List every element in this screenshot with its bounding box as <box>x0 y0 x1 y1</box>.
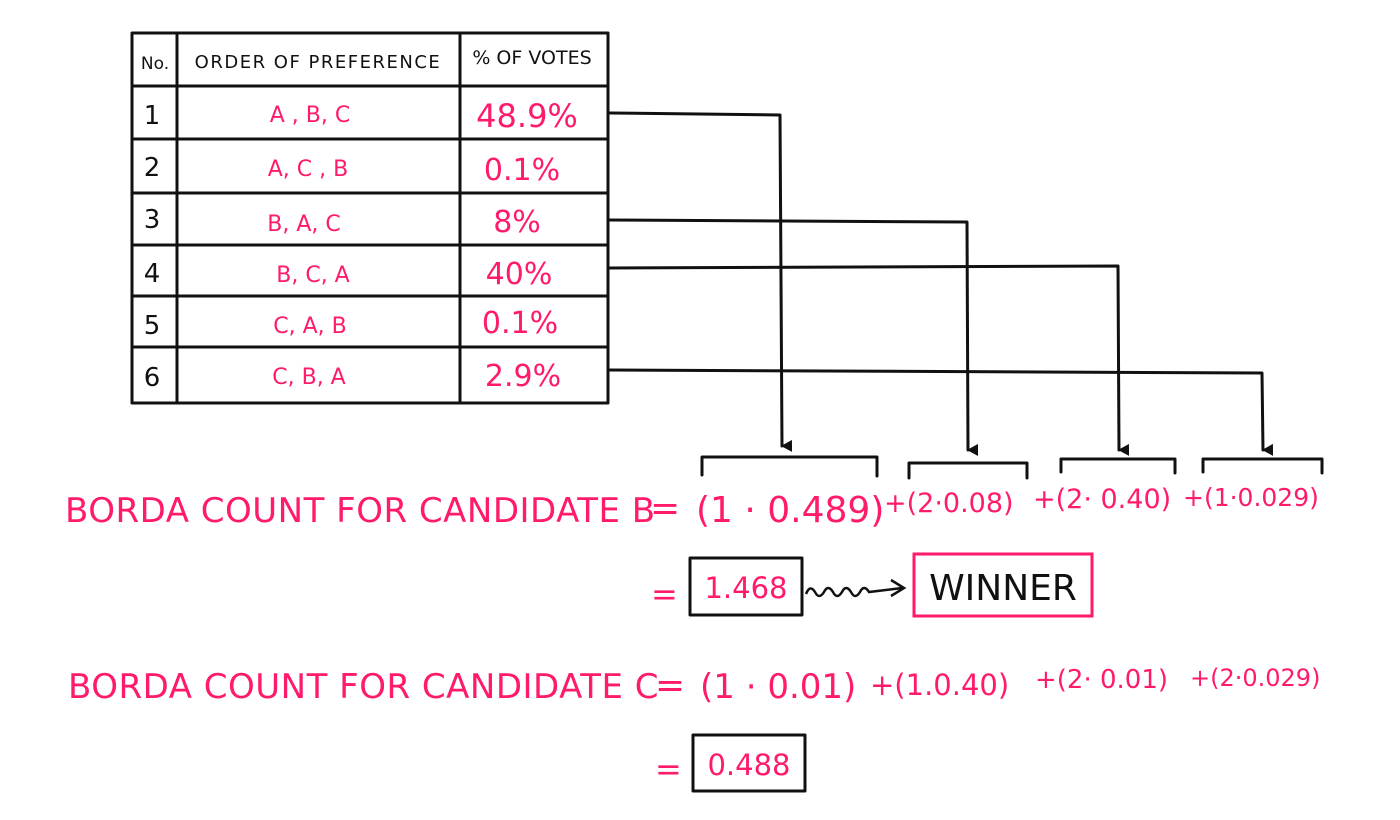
row-order: A , B, C <box>270 103 350 128</box>
borda-b-result-equals: = <box>651 575 678 613</box>
row-votes: 48.9% <box>476 97 578 135</box>
row-number: 1 <box>144 101 161 131</box>
borda-b-label: BORDA COUNT FOR CANDIDATE B <box>65 491 656 531</box>
row-number: 5 <box>144 311 161 341</box>
borda-b-term-3: +(2· 0.40) <box>1033 484 1171 515</box>
borda-c-term-1: (1 · 0.01) <box>700 667 856 707</box>
row-votes: 0.1% <box>482 306 558 341</box>
borda-c-term-4: +(2·0.029) <box>1190 664 1320 692</box>
connector-arrows <box>608 111 1274 456</box>
row-order: A, C , B <box>268 157 348 182</box>
row-number: 6 <box>144 363 161 393</box>
row-votes: 0.1% <box>484 153 560 188</box>
result-box-b <box>688 556 804 617</box>
borda-b-term-4: +(1·0.029) <box>1183 483 1319 512</box>
row-votes: 40% <box>486 257 553 292</box>
header-order: ORDER OF PREFERENCE <box>195 52 442 73</box>
bracket-term1 <box>700 455 879 478</box>
header-votes: % OF VOTES <box>472 47 591 69</box>
borda-c-label: BORDA COUNT FOR CANDIDATE C <box>68 667 659 707</box>
preference-table: No. ORDER OF PREFERENCE % OF VOTES 1 A ,… <box>130 31 610 405</box>
borda-c-term-3: +(2· 0.01) <box>1035 665 1168 695</box>
row-votes: 8% <box>493 205 541 240</box>
arrow-row3-to-term2 <box>608 218 979 456</box>
row-order: B, A, C <box>267 212 340 237</box>
borda-c-equals: = <box>655 665 685 706</box>
row-number: 2 <box>144 153 161 183</box>
row-number: 3 <box>144 205 161 235</box>
arrowhead-icon <box>890 578 907 598</box>
row-votes: 2.9% <box>485 359 561 394</box>
bracket-term3 <box>1059 457 1177 475</box>
header-no: No. <box>141 54 169 74</box>
term-brackets <box>700 455 1324 480</box>
result-box-c <box>691 733 807 793</box>
winner-label: WINNER <box>929 568 1077 609</box>
arrow-row1-to-term1 <box>608 111 793 452</box>
borda-c-result: 0.488 <box>707 748 790 782</box>
borda-count-b: BORDA COUNT FOR CANDIDATE B = (1 · 0.489… <box>65 483 1319 618</box>
borda-c-term-2: +(1.0.40) <box>870 668 1009 702</box>
borda-b-equals: = <box>650 488 680 529</box>
table-border <box>130 31 610 405</box>
bracket-term2 <box>907 461 1029 480</box>
arrow-row6-to-term4 <box>608 368 1274 456</box>
row-number: 4 <box>144 259 161 289</box>
winner-box <box>912 552 1094 618</box>
row-order: C, B, A <box>272 365 345 390</box>
borda-c-result-equals: = <box>655 750 682 788</box>
row-order: C, A, B <box>273 314 346 339</box>
borda-b-term-1: (1 · 0.489) <box>696 490 884 531</box>
borda-b-result: 1.468 <box>704 571 787 605</box>
bracket-term4 <box>1201 457 1324 475</box>
squiggle-arrow-icon <box>804 586 903 598</box>
row-order: B, C, A <box>276 263 349 288</box>
borda-b-term-2: +(2·0.08) <box>884 488 1014 519</box>
arrow-row4-to-term3 <box>608 264 1130 456</box>
borda-count-c: BORDA COUNT FOR CANDIDATE C = (1 · 0.01)… <box>68 664 1320 793</box>
